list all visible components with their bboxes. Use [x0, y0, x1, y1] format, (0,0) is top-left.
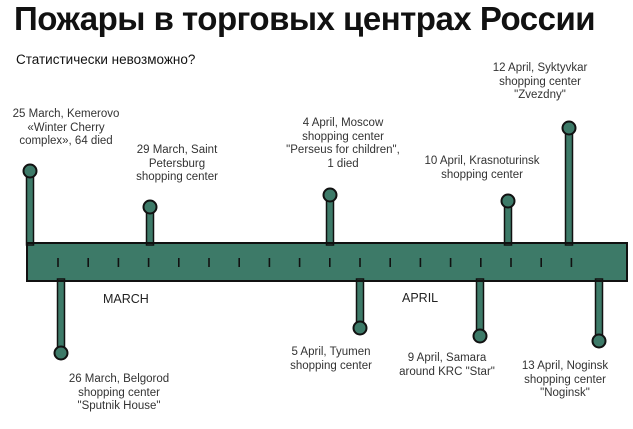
event-label-line: shopping center — [78, 386, 160, 399]
timeline-ticks — [57, 258, 573, 267]
event-label-line: "Zvezdny" — [514, 89, 566, 101]
pin-stem — [594, 278, 604, 342]
pin-head — [591, 333, 607, 349]
timeline-pins — [22, 120, 628, 361]
month-label-april: APRIL — [402, 291, 439, 305]
event-label-line: complex», 64 died — [19, 135, 113, 147]
pin-stem — [25, 170, 35, 246]
event-label-line: "Perseus for children", — [286, 144, 400, 156]
page-subtitle: Статистически невозможно? — [16, 52, 196, 67]
pin-head — [352, 320, 368, 336]
pin-head — [322, 187, 338, 203]
pin-stem — [475, 278, 485, 337]
event-label-line: «Winter Cherry — [27, 121, 105, 134]
event-label-line: 10 April, Krasnoturinsk — [424, 155, 540, 167]
event-label-line: shopping center — [136, 171, 218, 183]
month-label-march: MARCH — [103, 292, 149, 306]
event-label-line: 4 April, Moscow — [302, 117, 384, 129]
event-label-line: 26 March, Belgorod — [68, 373, 170, 385]
event-label-line: 5 April, Tyumen — [291, 346, 371, 358]
timeline-bar-edge — [26, 242, 628, 282]
event-label-line: shopping center — [524, 373, 606, 386]
event-label-line: shopping center — [290, 359, 372, 372]
pin-stem — [564, 127, 574, 246]
page-title: Пожары в торговых центрах России — [14, 0, 596, 37]
event-label-line: 9 April, Samara — [407, 352, 487, 364]
event-label-line: "Noginsk" — [540, 387, 590, 399]
event-label-line: shopping center — [499, 75, 581, 88]
pin-head — [53, 345, 69, 361]
timeline-bar — [26, 242, 628, 282]
event-label-line: around KRC "Star" — [399, 365, 495, 378]
pin-head — [561, 120, 577, 136]
event-label-line: shopping center — [441, 168, 523, 181]
pin-head — [142, 199, 158, 215]
event-label-line: 1 died — [327, 157, 359, 170]
pin-head — [22, 163, 38, 179]
event-label-line: "Sputnik House" — [77, 400, 161, 412]
event-label-line: 13 April, Noginsk — [521, 360, 609, 372]
event-label-line: 25 March, Kemerovo — [12, 108, 120, 120]
pin-stem — [56, 278, 66, 354]
pin-head — [472, 328, 488, 344]
event-label-line: shopping center — [302, 130, 384, 143]
event-label-line: 12 April, Syktyvkar — [492, 62, 588, 74]
pin-head — [500, 193, 516, 209]
event-label-line: Petersburg — [148, 157, 206, 170]
event-label-line: 29 March, Saint — [136, 144, 218, 156]
